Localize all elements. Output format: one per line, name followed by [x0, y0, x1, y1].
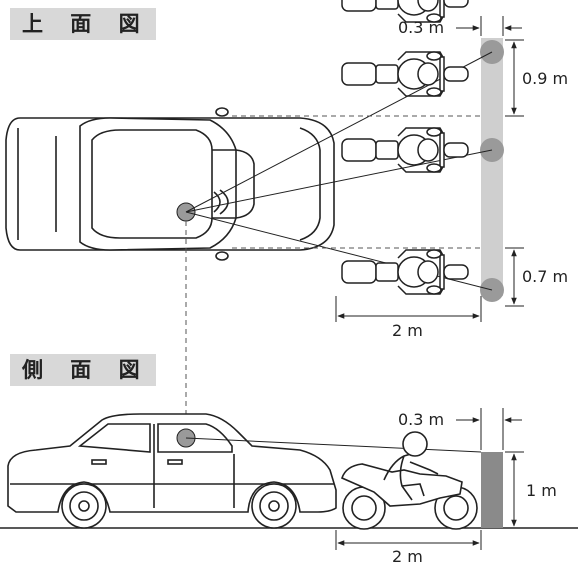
- side-offset-label: 0.3 m: [398, 410, 444, 429]
- top-distance-label: 2 m: [392, 321, 423, 340]
- side-distance-label: 2 m: [392, 547, 423, 566]
- top-lower-spacing-label: 0.7 m: [522, 267, 568, 286]
- side-sight-line: [185, 437, 482, 453]
- motorcycle-side-view: [341, 431, 478, 530]
- top-view-title: 上 面 図: [10, 8, 156, 40]
- motorcycle-top-view: [341, 0, 469, 23]
- top-guides: [185, 115, 481, 436]
- top-upper-spacing-label: 0.9 m: [522, 69, 568, 88]
- car-side-view: [7, 413, 337, 529]
- top-dimensions: [335, 16, 524, 322]
- side-dimensions: [335, 408, 524, 550]
- side-view-pole: [481, 452, 503, 528]
- top-view-pole: [481, 38, 503, 296]
- top-offset-label: 0.3 m: [398, 18, 444, 37]
- side-height-label: 1 m: [526, 481, 557, 500]
- side-view-title: 側 面 図: [10, 354, 156, 386]
